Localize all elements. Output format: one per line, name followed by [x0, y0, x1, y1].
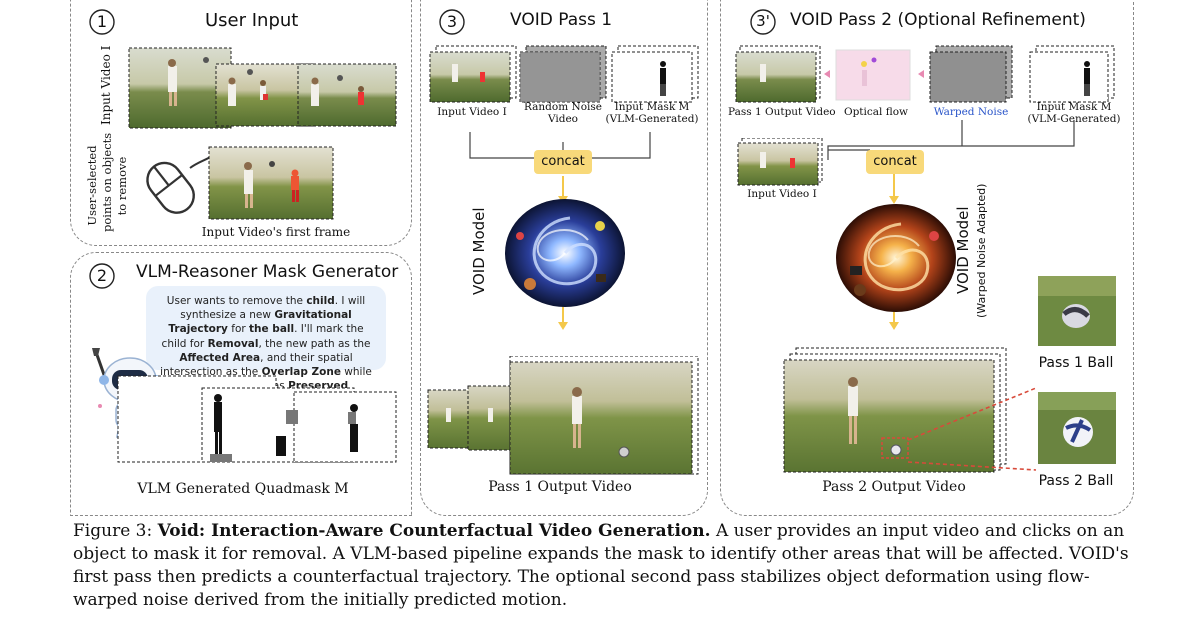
pass2-model-label-1: VOID Model — [954, 206, 972, 294]
frame-1 — [128, 47, 232, 129]
bubble-text-run-10: , and their spatial intersection as the — [160, 351, 353, 378]
pass2-in5-label: Input Video I — [747, 188, 817, 200]
bubble-text-run-9: Affected Area — [179, 351, 261, 364]
frame-2 — [215, 63, 315, 127]
user-points-label-3: to remove — [115, 156, 129, 216]
panel-void-pass-1 — [420, 0, 708, 516]
frame-3 — [297, 63, 397, 127]
caption-text-run-2: A user provides an input video and click… — [73, 521, 1129, 610]
pass1-concat: concat — [534, 150, 592, 174]
step-3p-number: 3' — [756, 12, 770, 30]
void-model-pass2-icon — [836, 204, 956, 312]
mouse-icon — [146, 155, 212, 214]
bubble-text-run-1: child — [306, 295, 335, 307]
bubble-text-run-0: User wants to remove the — [166, 295, 307, 307]
step-3-badge — [439, 9, 465, 35]
pass2-input-mask — [1029, 45, 1115, 103]
pass1-ball-zoom — [1038, 276, 1116, 346]
panel-1-title: User Input — [205, 10, 299, 31]
panel-vlm-reasoner — [70, 252, 412, 516]
reasoner-speech-bubble: User wants to remove the child. I will s… — [146, 286, 386, 406]
pass1-ball-label: Pass 1 Ball — [1038, 355, 1114, 371]
step-3-number: 3 — [446, 12, 458, 31]
user-points-label-1: User-selected — [85, 145, 99, 226]
pass1-output-label: Pass 1 Output Video — [488, 479, 632, 495]
quadmask-frames — [117, 375, 397, 463]
caption-text-run-1: Void: Interaction-Aware Counterfactual V… — [157, 521, 711, 541]
pass2-ball-label: Pass 2 Ball — [1038, 473, 1114, 489]
panel-2-title: VLM-Reasoner Mask Generator — [136, 262, 399, 282]
first-frame-label: Input Video's first frame — [201, 225, 351, 239]
user-points-label-2: points on objects — [100, 132, 114, 232]
figure-caption: Figure 3: Void: Interaction-Aware Counte… — [73, 520, 1138, 612]
pass2-inputs — [735, 45, 1115, 103]
pass1-noise-video — [519, 45, 607, 103]
panel-user-input — [70, 0, 412, 246]
pass2-model-label-2: (Warped Noise Adapted) — [975, 183, 988, 318]
pass2-output-label: Pass 2 Output Video — [822, 479, 966, 495]
caption-text-run-0: Figure 3: — [73, 521, 158, 541]
panel-void-pass-2 — [720, 0, 1134, 516]
bubble-text-run-5: the ball — [249, 323, 295, 336]
panel-4-title: VOID Pass 2 (Optional Refinement) — [790, 10, 1086, 30]
input-video-side-label: Input Video I — [99, 45, 113, 125]
pass2-ball-zoom — [1038, 392, 1116, 464]
step-2-badge — [89, 263, 115, 289]
pass1-mask-label-2: (VLM-Generated) — [605, 113, 699, 125]
step-1-number: 1 — [96, 12, 108, 31]
bubble-text-run-7: Removal — [207, 337, 259, 350]
pass1-in-video-label: Input Video I — [437, 106, 507, 118]
pass2-output-video — [783, 347, 1007, 473]
quadmask-label: VLM Generated Quadmask M — [137, 481, 349, 497]
input-first-frame — [208, 146, 334, 220]
pass2-optical-flow — [835, 49, 911, 101]
pass2-mask-label-1: Input Mask M — [1036, 101, 1112, 113]
pass1-input-mask — [611, 45, 699, 103]
panel-3-title: VOID Pass 1 — [510, 10, 613, 30]
input-video-frames — [128, 47, 397, 129]
bubble-text-run-4: for — [227, 323, 250, 336]
pass2-concat: concat — [866, 150, 924, 174]
pass1-output-video — [427, 356, 699, 475]
pass1-noise-label-2: Video — [547, 113, 578, 125]
pass2-mask-label-2: (VLM-Generated) — [1027, 113, 1121, 125]
bubble-text-run-11: Overlap Zone — [261, 365, 341, 378]
pass1-model-label: VOID Model — [470, 207, 488, 295]
step-1-badge — [89, 9, 115, 35]
pass2-pass1-output — [735, 45, 821, 103]
void-model-pass1-icon — [505, 199, 625, 307]
pass2-warped-noise-label: Warped Noise — [933, 106, 1009, 118]
step-3p-badge — [750, 9, 776, 35]
pass2-flow-label: Optical flow — [843, 106, 909, 118]
bubble-text-run-6: . I'll mark the child for — [161, 323, 364, 350]
pass2-input-video-frames — [737, 138, 823, 186]
bubble-text-run-2: . I will synthesize a new — [180, 295, 366, 322]
step-2-number: 2 — [96, 266, 108, 285]
pass1-input-video — [429, 45, 517, 103]
bubble-text-run-8: , the new path as the — [258, 337, 371, 350]
pass1-inputs — [429, 45, 699, 103]
pass1-mask-label-1: Input Mask M — [614, 101, 690, 113]
pass1-noise-label-1: Random Noise — [524, 101, 602, 113]
pass2-in1-label: Pass 1 Output Video — [728, 106, 836, 118]
pass2-warped-noise — [929, 45, 1013, 103]
zoom-connectors — [907, 387, 1037, 471]
bubble-text-run-3: Gravitational Trajectory — [168, 309, 352, 336]
